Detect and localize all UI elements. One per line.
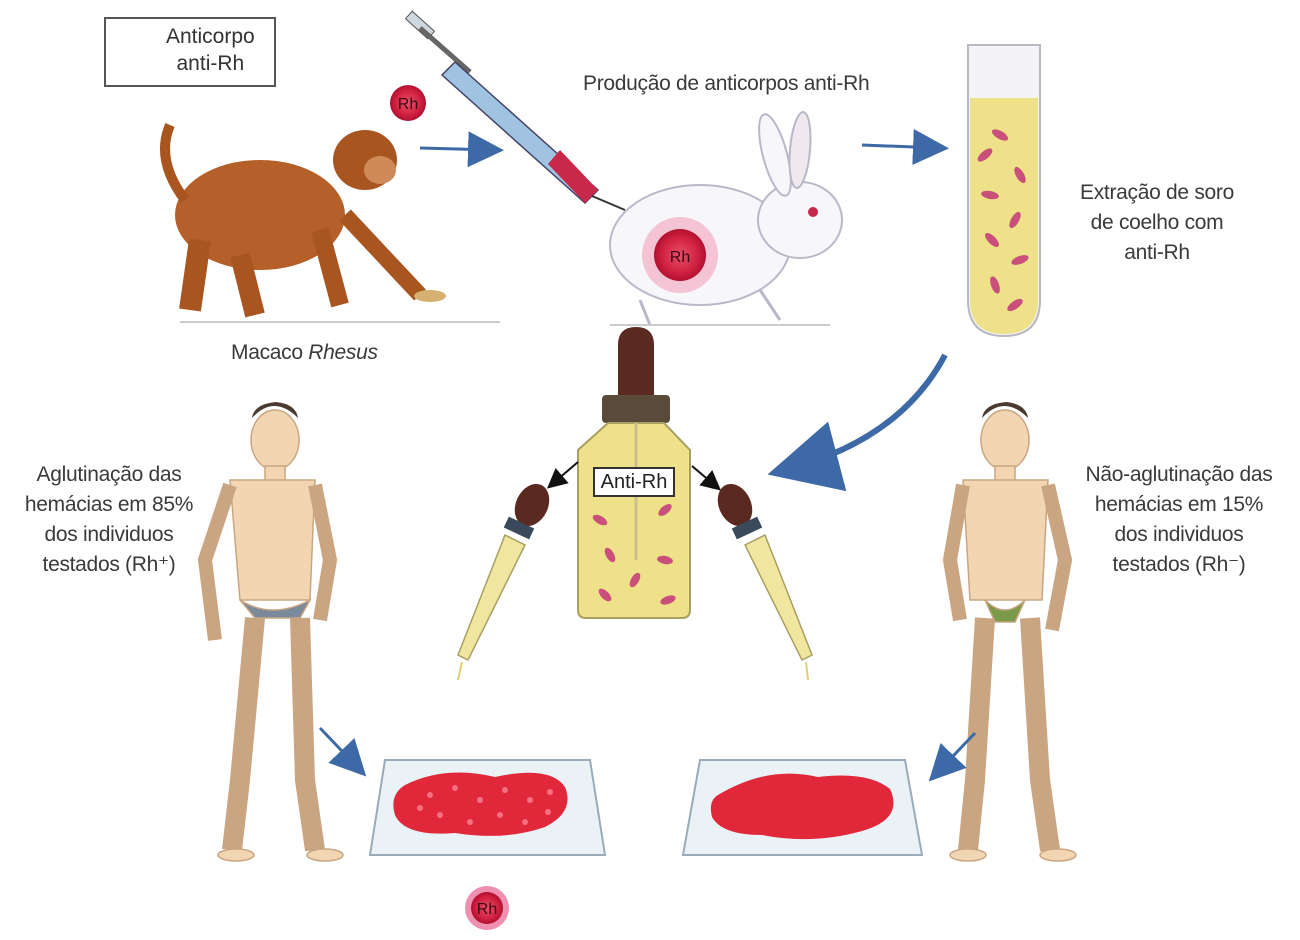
legend-line-2: anti-Rh	[166, 50, 255, 77]
monkey-label: Macaco Rhesus	[231, 340, 378, 365]
agglutination-slide-icon	[370, 760, 605, 855]
non-agglutination-line-1: Não-aglutinação das	[1068, 460, 1290, 490]
extraction-line-2: de coelho com	[1052, 208, 1262, 238]
arrow-rabbit-to-tube	[862, 145, 940, 148]
non-agglutination-slide-icon	[683, 760, 922, 855]
legend-text: Anticorpo anti-Rh	[166, 23, 255, 77]
agglutination-line-2: hemácias em 85%	[4, 490, 214, 520]
extraction-line-3: anti-Rh	[1052, 238, 1262, 268]
left-dropper-icon	[458, 478, 556, 680]
test-tube-icon	[968, 45, 1040, 336]
agglutination-line-3: dos individuos	[4, 520, 214, 550]
rhesus-monkey-icon	[165, 125, 500, 322]
non-agglutination-line-3: dos individuos	[1068, 520, 1290, 550]
legend-line-1: Anticorpo	[166, 23, 255, 50]
rabbit-icon: Rh	[610, 111, 842, 325]
legend: Anticorpo anti-Rh	[104, 17, 276, 87]
bottle-label: Anti-Rh	[593, 467, 675, 497]
arrow-bottle-to-left-dropper	[550, 462, 578, 486]
arrow-tube-to-bottle	[785, 355, 945, 470]
rh-antigen-label: Rh	[398, 96, 418, 113]
non-agglutination-line-4: testados (Rh⁻)	[1068, 550, 1290, 580]
non-agglutination-label: Não-aglutinação das hemácias em 15% dos …	[1068, 460, 1290, 580]
monkey-label-prefix: Macaco	[231, 341, 308, 364]
production-label: Produção de anticorpos anti-Rh	[583, 71, 869, 96]
rh-positive-man-icon	[205, 402, 343, 861]
extraction-line-1: Extração de soro	[1052, 178, 1262, 208]
right-dropper-icon	[711, 478, 812, 680]
rh-antigen-bottom-icon: Rh	[465, 886, 509, 930]
rabbit-rh-label: Rh	[670, 249, 690, 266]
agglutination-line-1: Aglutinação das	[4, 460, 214, 490]
monkey-label-species: Rhesus	[308, 341, 377, 364]
extraction-label: Extração de soro de coelho com anti-Rh	[1052, 178, 1262, 268]
rh-negative-man-icon	[950, 402, 1076, 861]
arrow-left-man-to-slide	[320, 728, 360, 770]
syringe-icon	[406, 11, 625, 210]
bottom-rh-label: Rh	[477, 901, 497, 918]
non-agglutination-line-2: hemácias em 15%	[1068, 490, 1290, 520]
arrow-bottle-to-right-dropper	[692, 466, 718, 488]
agglutination-label: Aglutinação das hemácias em 85% dos indi…	[4, 460, 214, 580]
agglutination-line-4: testados (Rh⁺)	[4, 550, 214, 580]
arrow-monkey-to-rabbit	[420, 148, 495, 150]
rh-antigen-icon: Rh	[390, 85, 426, 121]
